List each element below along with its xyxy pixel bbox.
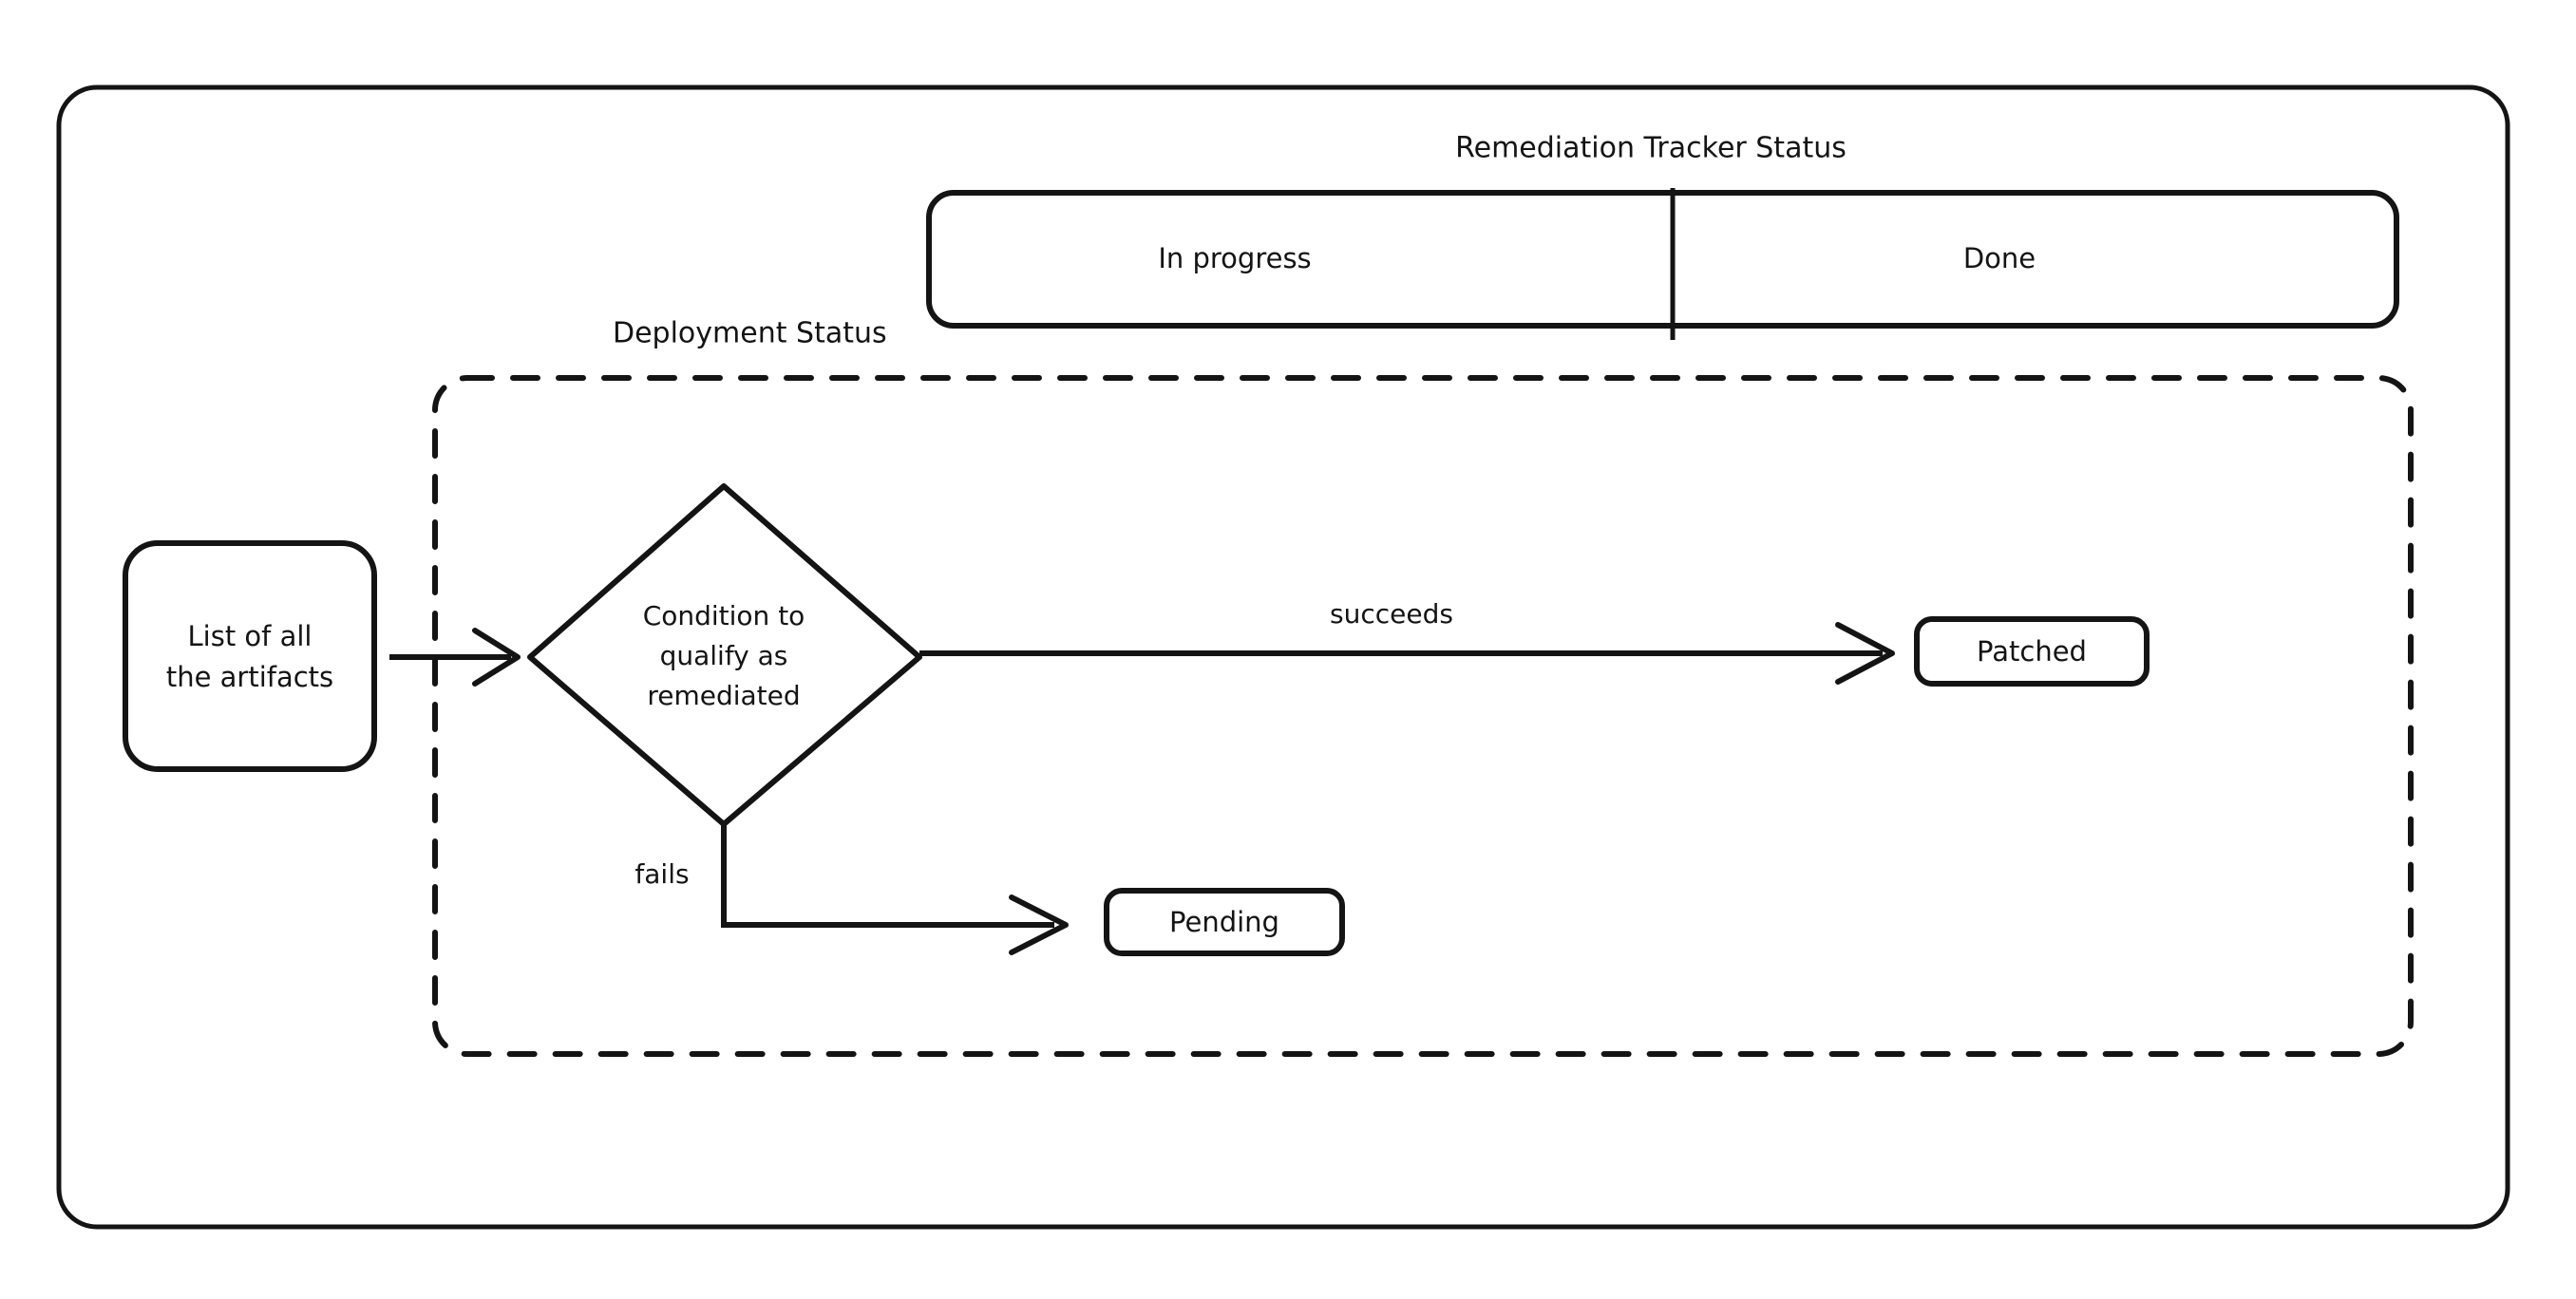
node-condition-label-line1: Condition to — [643, 600, 805, 631]
tracker-title: Remediation Tracker Status — [1455, 132, 1847, 165]
deployment-status-label: Deployment Status — [613, 317, 887, 350]
tracker-segment-done[interactable]: Done — [1963, 242, 2036, 274]
arrowhead-artifacts-to-condition — [472, 628, 521, 687]
outer-container — [56, 85, 2510, 1230]
node-artifacts-label-line2: the artifacts — [166, 661, 333, 693]
edge-condition-to-pending — [721, 824, 1054, 928]
arrowhead-condition-to-patched — [1835, 622, 1895, 685]
edge-label-succeeds: succeeds — [1330, 598, 1453, 630]
tracker-segment-in-progress[interactable]: In progress — [1158, 242, 1311, 274]
edge-label-fails: fails — [635, 858, 689, 890]
tracker-status-bar — [926, 190, 2399, 329]
node-condition-label-line3: remediated — [647, 680, 800, 711]
node-artifacts-label-line1: List of all — [188, 620, 313, 652]
node-pending[interactable] — [1104, 888, 1345, 956]
deployment-status-group — [432, 375, 2414, 1057]
arrowhead-condition-to-pending — [1009, 894, 1069, 955]
node-artifacts[interactable] — [123, 540, 377, 772]
node-pending-label: Pending — [1169, 906, 1279, 938]
node-condition-label-line2: qualify as — [660, 640, 788, 671]
node-patched[interactable] — [1914, 616, 2150, 687]
node-patched-label: Patched — [1977, 635, 2087, 668]
